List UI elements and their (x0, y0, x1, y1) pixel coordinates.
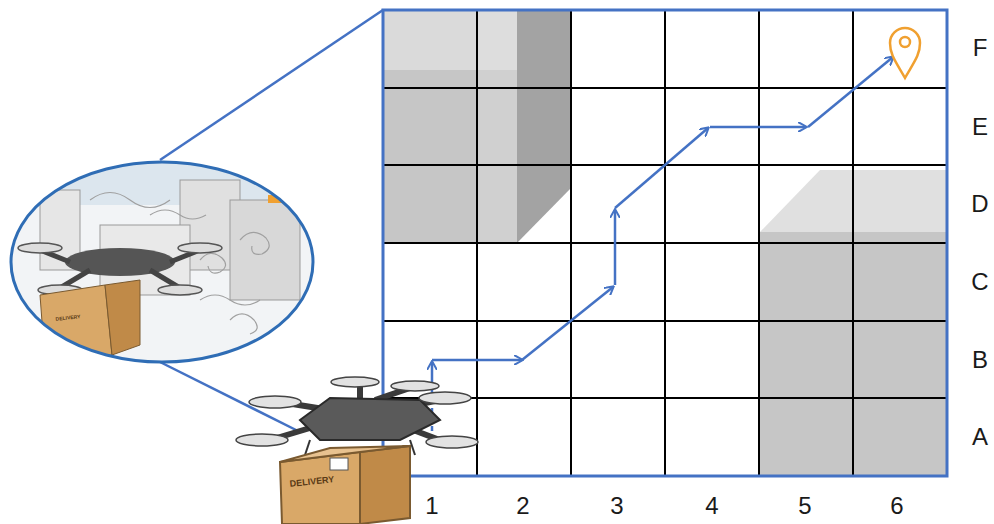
row-label: A (972, 425, 988, 449)
row-label: B (972, 348, 988, 372)
column-label: 4 (705, 494, 718, 518)
row-label: F (973, 36, 988, 60)
delivery-drone (236, 377, 478, 524)
column-label: 3 (610, 494, 623, 518)
flight-path (432, 57, 893, 440)
inset-scene (0, 150, 320, 380)
zoom-line (160, 10, 383, 160)
inset-ellipse (11, 162, 313, 362)
grid-lines (383, 10, 947, 476)
zoom-line (160, 362, 300, 432)
building-side (517, 10, 571, 243)
building-top (383, 10, 517, 70)
row-label: E (972, 115, 988, 139)
grid-border (383, 10, 947, 476)
column-label: 6 (890, 494, 903, 518)
row-label: C (971, 270, 988, 294)
column-label: 2 (516, 494, 529, 518)
row-label: D (971, 192, 988, 216)
destination-pin (890, 28, 920, 78)
column-label: 5 (798, 494, 811, 518)
column-label: 1 (425, 494, 438, 518)
